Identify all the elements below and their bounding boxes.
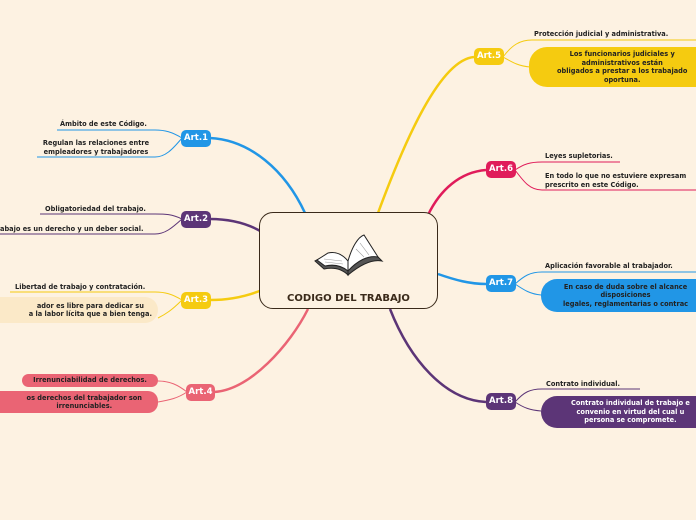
leaf-line-art5-1 [502,39,696,58]
art7-item2-line3: legales, reglamentarias o contrac [563,299,689,308]
branch-art7 [437,272,487,286]
art3-item2-line2: a la labor lícita que a bien tenga. [28,310,152,318]
branch-art2 [209,217,263,234]
art1-node[interactable]: Art.1 [181,130,211,147]
art7-item2-line1: En caso de duda sobre el alcance [563,282,688,291]
leaf-line-art7-1 [514,271,696,285]
branch-art3 [209,288,263,302]
art7-item2[interactable]: En caso de duda sobre el alcance disposi… [541,279,696,312]
art1-item2-line2: empleadores y trabajadores [43,147,149,156]
art2-item1[interactable]: Obligatoriedad del trabajo. [45,205,146,213]
leaf-line-art3-1 [10,291,183,301]
branch-art1 [209,136,307,214]
art4-item2[interactable]: os derechos del trabajador son irrenunci… [0,391,158,413]
art3-item2-line1: ador es libre para dedicar su [36,301,144,310]
central-topic[interactable]: CODIGO DEL TRABAJO [259,212,438,309]
art5-item2-line2: administrativos están [581,58,663,67]
leaf-line-art2-2 [0,218,183,235]
leaf-line-art1-1 [57,129,183,139]
art1-item2[interactable]: Regulan las relaciones entre empleadores… [38,139,154,156]
art6-item2-line1: En todo lo que no estuviere expresam [545,172,687,180]
branch-art6 [426,168,487,216]
art8-node[interactable]: Art.8 [486,393,516,410]
art3-item2[interactable]: ador es libre para dedicar su a la labor… [0,297,158,323]
leaf-line-art3-2 [157,299,183,319]
art6-item2-line2: prescrito en este Código. [545,180,639,189]
art8-item2-line1: Contrato individual de trabajo e [571,399,690,408]
art1-item1[interactable]: Ámbito de este Código. [60,120,147,128]
leaf-line-art2-1 [40,213,183,220]
art6-item1[interactable]: Leyes supletorias. [545,152,613,160]
leaf-line-art4-2 [157,391,188,403]
art8-item2-line3: persona se compromete. [584,416,677,425]
branch-art5 [376,55,475,214]
art4-item2-line2: irrenunciables. [56,402,113,410]
art5-item2-line1: Los funcionarios judiciales y [569,50,675,58]
leaf-line-art6-2 [514,169,696,191]
open-book-icon [314,234,384,277]
art5-item2-line4: oportuna. [603,75,641,84]
leaf-line-art8-2 [514,401,542,412]
branch-art4 [213,308,310,394]
leaf-line-art8-1 [514,388,640,403]
branch-art8 [388,308,487,404]
art4-item1[interactable]: Irrenunciabilidad de derechos. [22,374,158,387]
art5-node[interactable]: Art.5 [474,48,504,65]
central-topic-title: CODIGO DEL TRABAJO [287,293,410,304]
art2-item2[interactable]: abajo es un derecho y un deber social. [0,225,144,233]
art6-item2[interactable]: En todo lo que no estuviere expresam pre… [545,172,686,189]
art8-item2-line2: convenio en virtud del cual u [576,407,685,416]
art5-item1[interactable]: Protección judicial y administrativa. [534,30,669,38]
art5-item2[interactable]: Los funcionarios judiciales y administra… [529,47,696,87]
art4-node[interactable]: Art.4 [186,384,215,401]
art5-item2-line3: obligados a prestar a los trabajado [557,67,688,75]
art2-node[interactable]: Art.2 [181,211,211,228]
leaf-line-art7-2 [514,283,542,296]
art8-item2[interactable]: Contrato individual de trabajo e conveni… [541,396,696,428]
art8-item1[interactable]: Contrato individual. [546,380,621,388]
art4-item2-line1: os derechos del trabajador son [26,393,142,402]
leaf-line-art6-1 [514,161,620,171]
leaf-line-art1-2 [37,137,183,158]
art3-item1[interactable]: Libertad de trabajo y contratación. [15,283,146,291]
leaf-line-art5-2 [502,56,531,68]
art7-item1[interactable]: Aplicación favorable al trabajador. [545,262,673,270]
art1-item2-line1: Regulan las relaciones entre [42,139,150,147]
art6-node[interactable]: Art.6 [486,161,516,178]
art3-node[interactable]: Art.3 [181,292,211,309]
art7-item2-line2: disposiciones [600,291,651,300]
leaf-line-art4-1 [157,380,188,393]
art7-node[interactable]: Art.7 [486,275,516,292]
